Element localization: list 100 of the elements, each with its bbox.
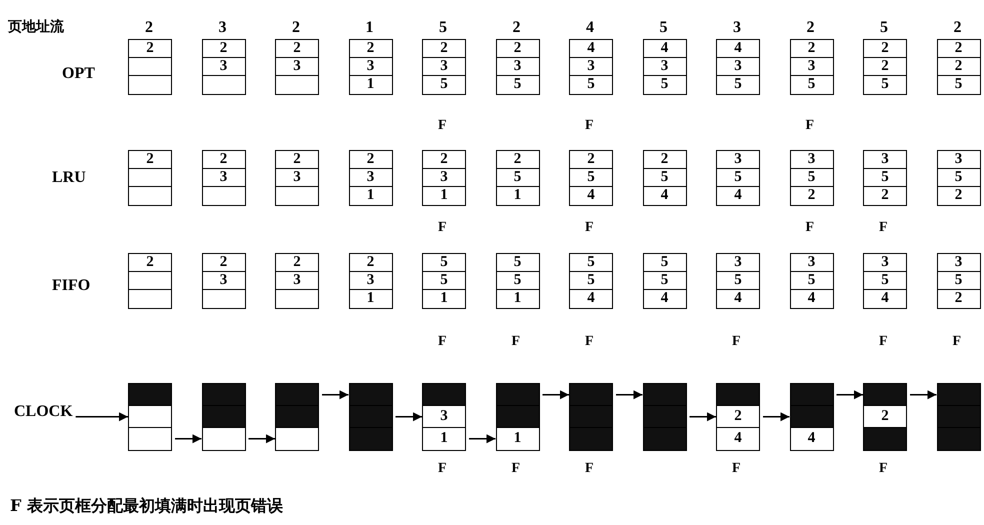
page-reference-number: 5 [660, 20, 668, 36]
page-reference-number: 3 [733, 20, 741, 36]
arrow [836, 390, 863, 400]
page-reference-number: 4 [586, 20, 594, 36]
page-frame-cell: 2 [863, 57, 907, 76]
caption: F 表示页框分配最初填满时出现页错误 [10, 496, 283, 517]
page-fault-mark: F [732, 462, 741, 476]
empty-frame-cell [202, 75, 246, 94]
arrow [76, 412, 128, 422]
page-frame-cell: 5 [422, 253, 466, 272]
page-frame-cell: 2 [275, 39, 319, 58]
page-frame-cell: 2 [275, 253, 319, 272]
page-frame-cell: 2 [496, 39, 540, 58]
page-frame-cell: 3 [790, 253, 834, 272]
page-frame-cell: 2 [936, 57, 980, 76]
page-fault-mark: F [732, 335, 741, 349]
empty-frame-cell [275, 289, 319, 308]
page-frame-cell: 2 [716, 405, 760, 428]
page-frame-cell: 3 [202, 168, 246, 188]
page-frame-cell: 3 [422, 405, 466, 428]
page-fault-mark: F [438, 462, 447, 476]
page-frame-cell: 3 [790, 150, 834, 170]
page-frame-cell: 3 [642, 57, 686, 76]
page-fault-mark: F [879, 335, 888, 349]
page-frame-cell: 1 [422, 186, 466, 206]
page-frame-cell: 4 [642, 289, 686, 308]
page-frame-cell: 3 [275, 57, 319, 76]
page-fault-mark: F [879, 462, 888, 476]
page-reference-number: 2 [292, 20, 300, 36]
page-frame-cell: 5 [790, 271, 834, 290]
page-frame-cell: 2 [128, 253, 172, 272]
empty-frame-cell [275, 186, 319, 206]
page-frame-cell: 4 [716, 39, 760, 58]
page-frame-cell: 4 [716, 427, 760, 450]
page-frame-cell: 2 [936, 186, 980, 206]
page-frame-cell: 4 [569, 289, 613, 308]
page-frame-cell: 2 [128, 150, 172, 170]
page-frame-cell: 5 [569, 271, 613, 290]
empty-frame-cell [202, 383, 246, 406]
page-frame-cell: 1 [348, 186, 392, 206]
page-frame-cell: 2 [348, 39, 392, 58]
page-frame-cell: 3 [348, 168, 392, 188]
page-fault-mark: F [879, 221, 888, 235]
page-frame-cell: 3 [275, 271, 319, 290]
page-frame-cell: 5 [642, 168, 686, 188]
page-reference-number: 2 [512, 20, 520, 36]
empty-frame-cell [936, 405, 980, 428]
page-fault-mark: F [438, 335, 447, 349]
empty-frame-cell [569, 427, 613, 450]
empty-frame-cell [128, 289, 172, 308]
page-frame-cell: 2 [790, 186, 834, 206]
page-frame-cell: 2 [863, 39, 907, 58]
empty-frame-cell [128, 405, 172, 428]
arrow [396, 412, 422, 422]
page-reference-number: 3 [218, 20, 226, 36]
row-label: CLOCK [14, 404, 73, 420]
page-frame-cell: 3 [863, 253, 907, 272]
page-frame-cell: 2 [936, 289, 980, 308]
page-frame-cell: 2 [936, 39, 980, 58]
page-frame-cell: 1 [422, 427, 466, 450]
page-reference-number: 5 [439, 20, 447, 36]
page-reference-number: 5 [880, 20, 888, 36]
empty-frame-cell [863, 383, 907, 406]
empty-frame-cell [863, 427, 907, 450]
page-frame-cell: 3 [348, 57, 392, 76]
page-frame-cell: 2 [202, 253, 246, 272]
page-frame-cell: 4 [569, 186, 613, 206]
empty-frame-cell [642, 427, 686, 450]
empty-frame-cell [202, 405, 246, 428]
page-frame-cell: 3 [716, 253, 760, 272]
page-frame-cell: 2 [863, 186, 907, 206]
page-frame-cell: 5 [863, 75, 907, 94]
page-fault-mark: F [952, 335, 962, 349]
page-frame-cell: 3 [275, 168, 319, 188]
row-label: LRU [52, 170, 86, 186]
empty-frame-cell [128, 271, 172, 290]
page-frame-cell: 3 [348, 271, 392, 290]
arrow [469, 434, 496, 444]
page-frame-cell: 1 [496, 186, 540, 206]
page-frame-cell: 3 [569, 57, 613, 76]
empty-frame-cell [422, 383, 466, 406]
page-frame-cell: 2 [202, 150, 246, 170]
arrow [690, 412, 716, 422]
empty-frame-cell [275, 405, 319, 428]
page-frame-cell: 5 [496, 253, 540, 272]
page-frame-cell: 2 [275, 150, 319, 170]
page-reference-number: 2 [806, 20, 814, 36]
empty-frame-cell [128, 57, 172, 76]
page-frame-cell: 5 [569, 168, 613, 188]
page-frame-cell: 4 [716, 186, 760, 206]
page-frame-cell: 2 [422, 150, 466, 170]
page-frame-cell: 5 [790, 168, 834, 188]
page-frame-cell: 5 [863, 271, 907, 290]
page-frame-cell: 5 [716, 168, 760, 188]
empty-frame-cell [275, 383, 319, 406]
empty-frame-cell [716, 383, 760, 406]
page-fault-mark: F [585, 462, 594, 476]
page-frame-cell: 5 [569, 75, 613, 94]
empty-frame-cell [569, 405, 613, 428]
page-frame-cell: 3 [936, 253, 980, 272]
